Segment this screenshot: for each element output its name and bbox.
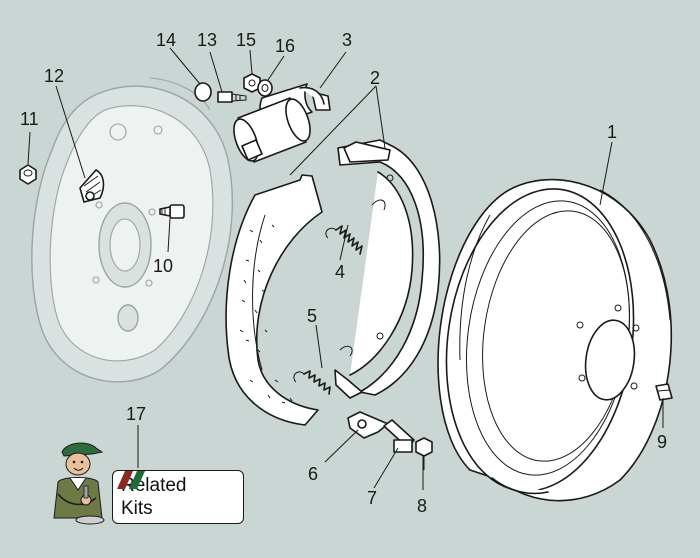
callout-8: 8	[417, 496, 427, 516]
callout-14: 14	[156, 30, 176, 50]
callout-3: 3	[342, 30, 352, 50]
lining-texture	[239, 224, 293, 404]
nut-part-11	[19, 164, 37, 185]
wheel-cylinder-fixings	[194, 73, 273, 103]
wheel-cylinder	[233, 83, 331, 163]
upper-return-spring	[325, 199, 386, 255]
callout-10: 10	[153, 256, 173, 276]
callout-11: 11	[20, 109, 39, 129]
related-kits-line2: Kits	[121, 498, 153, 519]
brake-drum	[437, 178, 673, 502]
callout-9: 9	[657, 432, 667, 452]
callout-labels: 1 2 3 4 5 6 7 8 9 10 11 12 13 14 15 16 1…	[20, 30, 667, 516]
drum-screw-part-9	[655, 383, 673, 401]
brake-shoe-front	[225, 174, 323, 426]
callout-4: 4	[335, 262, 345, 282]
backing-plate	[31, 77, 234, 383]
leader-lines	[27, 47, 664, 490]
callout-15: 15	[236, 30, 256, 50]
lever-part-7	[383, 419, 415, 453]
bolt-part-8	[415, 437, 433, 470]
kit-stripes-icon	[117, 471, 145, 489]
callout-2: 2	[370, 68, 380, 88]
related-kits-label-box[interactable]: Related Kits	[112, 470, 244, 524]
callout-13: 13	[197, 30, 217, 50]
callout-5: 5	[307, 306, 317, 326]
callout-16: 16	[275, 36, 295, 56]
callout-17: 17	[126, 404, 146, 424]
lower-return-spring	[293, 345, 353, 395]
adjuster-cam	[79, 169, 105, 203]
callout-7: 7	[367, 488, 377, 508]
bracket-part-6	[347, 411, 389, 439]
callout-1: 1	[607, 122, 617, 142]
brake-shoe-rear	[334, 139, 441, 399]
callout-6: 6	[308, 464, 318, 484]
related-kits-button[interactable]: Related Kits	[40, 438, 244, 530]
mechanic-mascot-icon	[53, 442, 105, 525]
bolt-part-10	[159, 204, 185, 219]
callout-12: 12	[44, 66, 64, 86]
